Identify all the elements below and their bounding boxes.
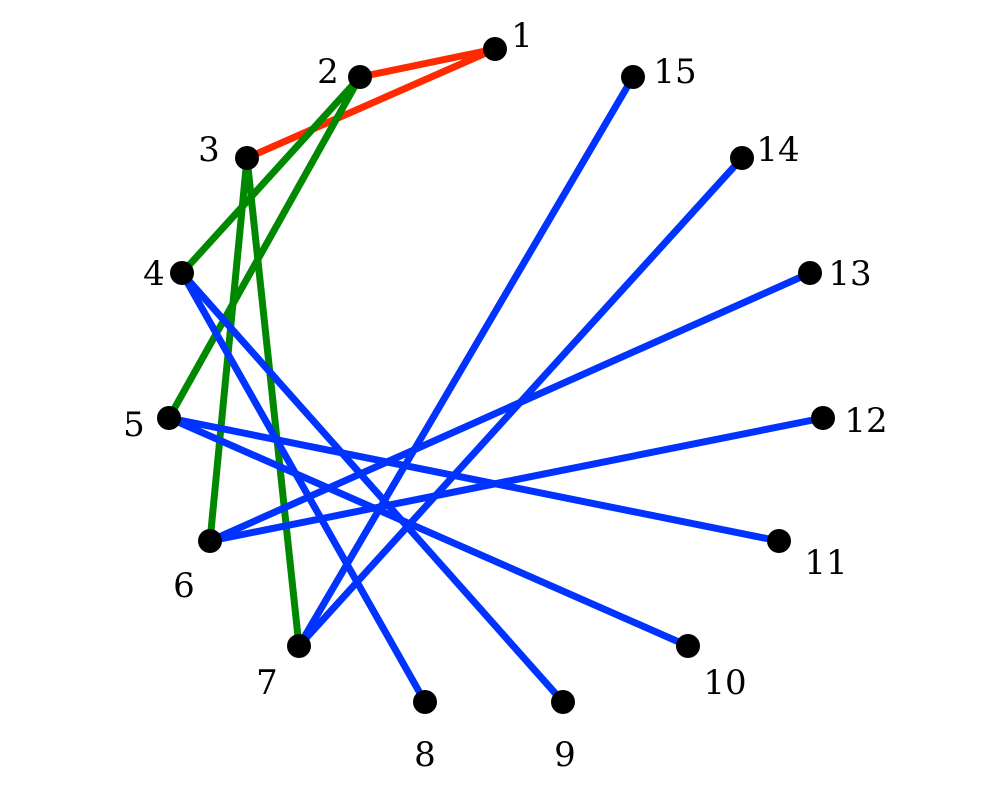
edge-6-12 — [206, 414, 827, 545]
node-5 — [157, 406, 181, 430]
node-7 — [287, 634, 311, 658]
node-15 — [621, 65, 645, 89]
node-layer — [157, 37, 835, 714]
node-label-6: 6 — [173, 566, 195, 606]
node-label-8: 8 — [414, 735, 436, 775]
node-label-15: 15 — [653, 52, 696, 92]
edge-3-7 — [243, 154, 303, 650]
node-11 — [767, 529, 791, 553]
edge-1-3 — [243, 45, 499, 162]
edge-5-11 — [165, 414, 783, 545]
node-label-14: 14 — [756, 130, 799, 170]
edge-1-2 — [356, 45, 499, 81]
edge-5-10 — [165, 414, 692, 650]
node-1 — [483, 37, 507, 61]
node-label-10: 10 — [703, 663, 746, 703]
edge-6-13 — [206, 269, 814, 545]
node-label-4: 4 — [143, 254, 165, 294]
node-label-13: 13 — [828, 254, 871, 294]
node-2 — [348, 65, 372, 89]
node-label-3: 3 — [198, 130, 220, 170]
node-14 — [730, 146, 754, 170]
edge-4-8 — [178, 269, 429, 706]
node-label-5: 5 — [123, 405, 145, 445]
node-9 — [551, 690, 575, 714]
edge-2-5 — [165, 73, 364, 422]
node-6 — [198, 529, 222, 553]
node-label-1: 1 — [511, 16, 533, 56]
edge-7-14 — [295, 154, 746, 650]
edge-4-9 — [178, 269, 567, 706]
node-label-7: 7 — [256, 663, 278, 703]
node-12 — [811, 406, 835, 430]
node-13 — [798, 261, 822, 285]
node-label-2: 2 — [317, 52, 339, 92]
edge-2-4 — [178, 73, 364, 277]
node-4 — [170, 261, 194, 285]
node-10 — [676, 634, 700, 658]
node-label-12: 12 — [844, 401, 887, 441]
edge-7-15 — [295, 73, 637, 650]
node-8 — [413, 690, 437, 714]
edge-layer — [165, 45, 827, 706]
node-label-11: 11 — [804, 543, 847, 583]
node-label-9: 9 — [554, 735, 576, 775]
node-3 — [235, 146, 259, 170]
